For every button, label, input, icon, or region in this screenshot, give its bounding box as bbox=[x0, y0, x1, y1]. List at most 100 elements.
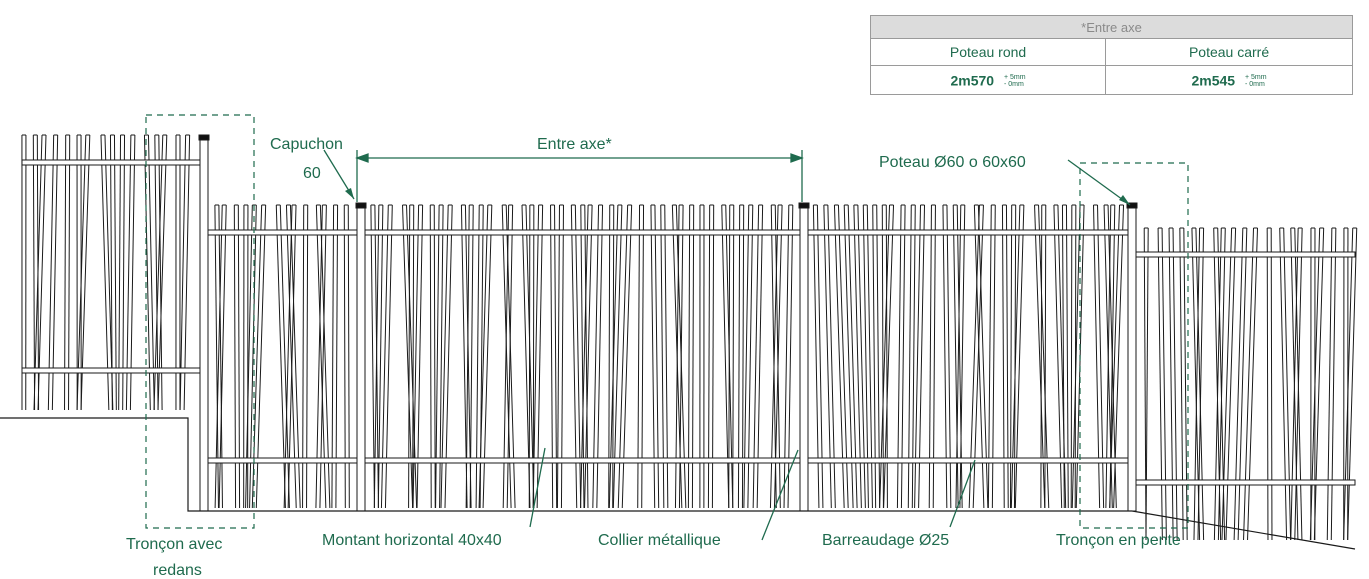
bar bbox=[1294, 227, 1303, 541]
post bbox=[1127, 207, 1137, 512]
bar bbox=[1270, 227, 1273, 541]
post bbox=[356, 207, 366, 512]
bar bbox=[1233, 227, 1244, 541]
bar bbox=[1247, 227, 1259, 541]
bar bbox=[1183, 227, 1188, 541]
value-poteau-rond: 2m570 + 5mm - 0mm bbox=[869, 65, 1107, 95]
bar bbox=[1172, 227, 1178, 541]
capuchon-size-label: 60 bbox=[303, 165, 321, 182]
post-cap bbox=[198, 134, 210, 141]
bar bbox=[1326, 227, 1333, 541]
bar bbox=[147, 134, 155, 411]
bar bbox=[157, 134, 168, 411]
ground-lines bbox=[0, 417, 1356, 550]
bar bbox=[80, 134, 91, 411]
entre-axe-dimension bbox=[355, 150, 804, 202]
rail bbox=[207, 229, 1133, 236]
rail bbox=[1135, 251, 1356, 258]
tolerance-minus: - 0mm bbox=[1003, 80, 1024, 88]
bar bbox=[153, 134, 164, 411]
fence-structure bbox=[21, 134, 1358, 541]
troncon-pente-frame bbox=[1079, 162, 1189, 529]
bar bbox=[1343, 227, 1354, 541]
montant-label: Montant horizontal 40x40 bbox=[322, 532, 502, 549]
collier-label: Collier métallique bbox=[598, 532, 721, 549]
barreaudage-label: Barreaudage Ø25 bbox=[822, 532, 949, 549]
bar bbox=[1237, 227, 1248, 541]
bar bbox=[1279, 227, 1288, 541]
bar bbox=[125, 134, 132, 411]
capuchon-label: Capuchon bbox=[270, 136, 343, 153]
bar bbox=[1290, 227, 1299, 541]
col-poteau-carre: Poteau carré bbox=[1105, 38, 1353, 66]
tolerance-minus: - 0mm bbox=[1244, 80, 1265, 88]
col-poteau-rond: Poteau rond bbox=[869, 38, 1107, 66]
entre-axe-label: Entre axe* bbox=[537, 136, 612, 153]
rail bbox=[1135, 479, 1356, 486]
bar bbox=[68, 134, 71, 411]
value-main: 2m545 bbox=[1191, 72, 1236, 89]
bar bbox=[1193, 227, 1201, 541]
bar bbox=[100, 134, 110, 411]
bar bbox=[1330, 227, 1337, 541]
bar bbox=[1197, 227, 1205, 541]
rail bbox=[21, 159, 201, 166]
troncon-redans-frame bbox=[145, 114, 255, 529]
bar bbox=[1266, 227, 1269, 541]
bar bbox=[143, 134, 151, 411]
bar bbox=[1145, 227, 1149, 541]
bar bbox=[1313, 227, 1325, 541]
bar bbox=[51, 134, 59, 411]
bar bbox=[32, 134, 36, 411]
tolerance: + 5mm - 0mm bbox=[1245, 74, 1267, 88]
bar bbox=[1161, 227, 1167, 541]
post bbox=[799, 207, 809, 512]
post-cap bbox=[798, 202, 810, 209]
entre-axe-table: *Entre axe Poteau rond Poteau carré 2m57… bbox=[869, 15, 1353, 95]
bar bbox=[1243, 227, 1255, 541]
bar bbox=[179, 134, 187, 411]
bar bbox=[122, 134, 126, 411]
tolerance-plus: + 5mm bbox=[1244, 73, 1267, 81]
bar bbox=[1221, 227, 1233, 541]
table-title: *Entre axe bbox=[870, 15, 1353, 39]
bar bbox=[1347, 227, 1358, 541]
bar bbox=[1283, 227, 1292, 541]
bar bbox=[1195, 227, 1205, 541]
bar bbox=[113, 134, 117, 411]
bar bbox=[118, 134, 122, 411]
bar bbox=[183, 134, 191, 411]
post-cap bbox=[355, 202, 367, 209]
tolerance: + 5mm - 0mm bbox=[1004, 74, 1026, 88]
value-main: 2m570 bbox=[950, 72, 995, 89]
value-poteau-carre: 2m545 + 5mm - 0mm bbox=[1105, 65, 1353, 95]
leader-arrows bbox=[345, 188, 1130, 205]
bar bbox=[47, 134, 55, 411]
leader-lines bbox=[323, 149, 1131, 541]
rail bbox=[207, 457, 1133, 464]
poteau-label: Poteau Ø60 o 60x60 bbox=[879, 154, 1026, 171]
bar bbox=[1217, 227, 1226, 541]
bar bbox=[1225, 227, 1237, 541]
bar bbox=[33, 134, 43, 411]
bar bbox=[1309, 227, 1321, 541]
bar bbox=[1191, 227, 1201, 541]
bar bbox=[1168, 227, 1174, 541]
bar bbox=[64, 134, 67, 411]
post-cap bbox=[1126, 202, 1138, 209]
troncon-pente-label: Tronçon en pente bbox=[1056, 532, 1181, 549]
bar bbox=[109, 134, 113, 411]
rail bbox=[21, 367, 201, 374]
bar bbox=[154, 134, 159, 411]
bar bbox=[129, 134, 136, 411]
post bbox=[199, 139, 209, 512]
bar bbox=[1157, 227, 1163, 541]
bar bbox=[158, 134, 163, 411]
bar bbox=[37, 134, 47, 411]
bar bbox=[1143, 227, 1147, 541]
troncon-redans-label: Tronçon avec bbox=[126, 536, 222, 553]
troncon-redans-label-2: redans bbox=[153, 562, 202, 579]
bar bbox=[76, 134, 87, 411]
tolerance-plus: + 5mm bbox=[1003, 73, 1026, 81]
